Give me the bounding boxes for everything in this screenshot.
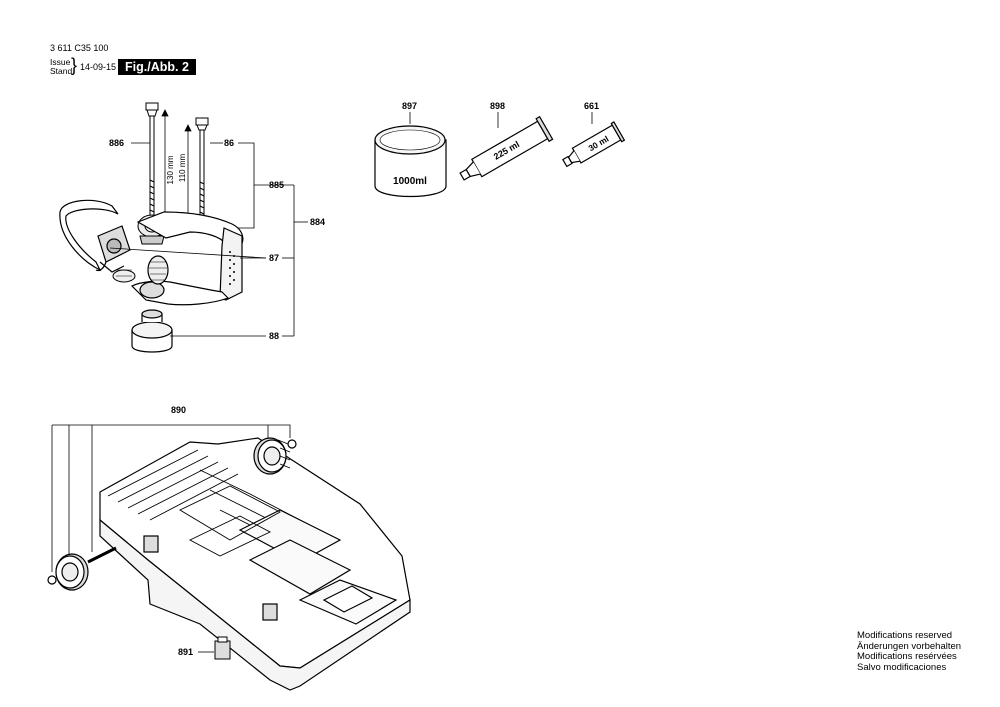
stand-label: Stand <box>50 66 73 76</box>
label-86: 86 <box>224 138 234 148</box>
label-661: 661 <box>584 101 599 111</box>
bolt-886 <box>145 102 159 229</box>
grease-tube-661 <box>562 121 626 168</box>
dimension-130mm: 130 mm <box>166 155 175 184</box>
brace-symbol: } <box>71 55 78 75</box>
label-88: 88 <box>269 331 279 341</box>
tub-volume: 1000ml <box>393 176 427 187</box>
side-handle-lower <box>130 255 230 306</box>
grease-tube-898 <box>459 115 554 181</box>
bolt-86 <box>195 117 209 229</box>
case-body <box>99 437 411 691</box>
label-885: 885 <box>269 180 284 190</box>
label-884: 884 <box>310 217 325 227</box>
doc-number: 3 611 C35 100 <box>50 43 109 53</box>
label-890: 890 <box>171 405 186 415</box>
label-897: 897 <box>402 101 417 111</box>
wheel-right <box>253 437 297 475</box>
note-fr: Modifications resérvées <box>857 651 957 662</box>
issue-label: Issue <box>50 57 71 67</box>
note-de: Änderungen vorbehalten <box>857 640 962 652</box>
side-handle-upper <box>136 211 244 301</box>
grease-tub-897 <box>374 125 447 198</box>
gear-lower <box>112 269 136 283</box>
dimension-110mm: 110 mm <box>178 154 187 183</box>
label-898: 898 <box>490 101 505 111</box>
modification-notes: Modifications reserved Änderungen vorbeh… <box>857 630 962 673</box>
note-es: Salvo modificaciones <box>857 661 947 673</box>
issue-date: 14-09-15 <box>80 62 117 72</box>
figure-label: Fig./Abb. 2 <box>118 59 196 75</box>
label-87: 87 <box>269 253 279 263</box>
clamp-band <box>59 199 131 273</box>
leader-lines-handle <box>109 142 308 337</box>
latch-891 <box>214 636 231 660</box>
label-886: 886 <box>109 138 124 148</box>
leader-lines-case <box>51 424 291 572</box>
knob-88 <box>131 309 173 353</box>
label-891: 891 <box>178 647 193 657</box>
wheel-left <box>47 546 117 591</box>
note-en: Modifications reserved <box>857 630 953 641</box>
